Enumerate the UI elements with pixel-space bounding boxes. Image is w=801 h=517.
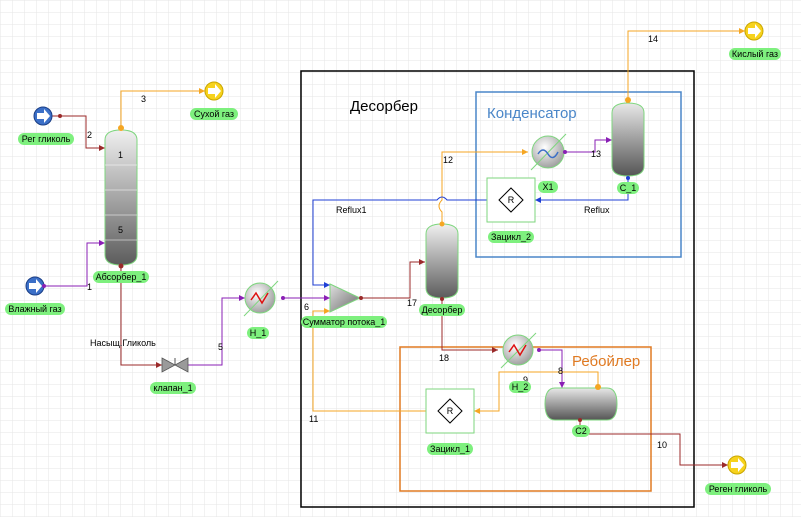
- h2-label: H_2: [512, 382, 529, 392]
- stream-3-tag: 3: [141, 94, 146, 104]
- h1-label: H_1: [250, 328, 267, 338]
- heater-h1[interactable]: H_1: [243, 280, 285, 339]
- heater-zigzag-icon: [250, 291, 269, 305]
- stream-17-line[interactable]: [360, 261, 425, 299]
- separator-c2[interactable]: C2: [544, 384, 618, 437]
- absorber-column[interactable]: 1 5 Абсорбер_1: [93, 125, 149, 283]
- x1-label: X1: [542, 182, 553, 192]
- arrow-right-icon: [37, 109, 50, 123]
- recycle-2-label: Зацикл_2: [491, 232, 531, 242]
- separator-c1[interactable]: C_1: [611, 97, 645, 194]
- heater-zigzag-icon: [508, 343, 527, 357]
- stream-8-tag: 8: [558, 366, 563, 376]
- stream-14-tag: 14: [648, 34, 658, 44]
- stream-8-line[interactable]: [538, 349, 563, 388]
- arrow-right-icon: [29, 279, 42, 293]
- stream-3-line[interactable]: [120, 90, 205, 128]
- stream-reflux1-line[interactable]: [312, 196, 487, 286]
- stream-12-line[interactable]: [438, 151, 528, 224]
- product-acid-gas[interactable]: Кислый газ: [729, 21, 781, 60]
- recycle-1-symbol: R: [447, 406, 454, 416]
- recycle-2-symbol: R: [508, 195, 515, 205]
- valve-label: клапан_1: [153, 383, 192, 393]
- recycle-2[interactable]: R Зацикл_2: [486, 177, 536, 243]
- desorber-group-box[interactable]: [300, 70, 695, 508]
- mixer-1[interactable]: Сумматор потока_1: [301, 283, 387, 328]
- mixer-label: Сумматор потока_1: [303, 317, 385, 327]
- stream-2-tag: 2: [87, 130, 92, 140]
- feed-wet-gas[interactable]: Влажный газ: [5, 276, 65, 315]
- product-regen-glycol-label: Реген гликоль: [709, 484, 768, 494]
- stream-sat-glycol-line[interactable]: [120, 265, 162, 366]
- product-dry-gas-label: Сухой газ: [194, 109, 234, 119]
- stream-13-tag: 13: [591, 149, 601, 159]
- stream-11-tag: 11: [309, 414, 318, 424]
- c2-label: C2: [575, 426, 587, 436]
- desorber-column-label: Десорбер: [422, 305, 463, 315]
- cooler-x1[interactable]: X1: [530, 133, 567, 193]
- stream-sat-glycol-tag: Насыщ.Гликоль: [90, 338, 156, 348]
- heater-h2[interactable]: H_2: [500, 332, 541, 393]
- condenser-group-title: Конденсатор: [487, 105, 577, 122]
- reboiler-group-title: Ребойлер: [572, 353, 640, 370]
- stream-17-tag: 17: [407, 298, 417, 308]
- stream-reflux1-tag: Reflux1: [336, 205, 367, 215]
- stream-11-line[interactable]: [312, 310, 426, 412]
- stream-5-tag: 5: [218, 342, 223, 352]
- recycle-1-label: Зацикл_1: [430, 444, 470, 454]
- c1-label: C_1: [620, 183, 637, 193]
- absorber-stage-bottom: 5: [118, 225, 123, 235]
- stream-10-tag: 10: [657, 440, 667, 450]
- stream-reflux-tag: Reflux: [584, 205, 610, 215]
- desorber-column[interactable]: Десорбер: [419, 221, 465, 317]
- product-regen-glycol[interactable]: Реген гликоль: [705, 455, 771, 495]
- stream-1-tag: 1: [87, 282, 92, 292]
- stream-9-line[interactable]: [474, 371, 599, 412]
- arrow-right-icon: [748, 24, 761, 38]
- arrow-right-icon: [731, 458, 744, 472]
- stream-6-tag: 6: [304, 302, 309, 312]
- stream-13-line[interactable]: [565, 139, 612, 153]
- product-dry-gas[interactable]: Сухой газ: [190, 81, 238, 120]
- feed-reg-glycol-label: Рег гликоль: [22, 134, 71, 144]
- desorber-group-title: Десорбер: [350, 98, 418, 115]
- stream-1-line[interactable]: [43, 242, 105, 287]
- feed-reg-glycol[interactable]: Рег гликоль: [18, 106, 74, 145]
- stream-5-line[interactable]: [188, 297, 245, 366]
- product-acid-gas-label: Кислый газ: [732, 49, 778, 59]
- stream-2-line[interactable]: [51, 115, 105, 149]
- absorber-stage-top: 1: [118, 150, 123, 160]
- stream-9-tag: 9: [523, 375, 528, 385]
- arrow-right-icon: [208, 84, 221, 98]
- condenser-group-box[interactable]: [475, 91, 682, 258]
- feed-wet-gas-label: Влажный газ: [8, 304, 61, 314]
- recycle-1[interactable]: R Зацикл_1: [425, 388, 475, 455]
- stream-14-line[interactable]: [627, 30, 745, 100]
- stream-12-tag: 12: [443, 155, 453, 165]
- valve-1[interactable]: клапан_1: [150, 357, 196, 394]
- cooler-wave-icon: [537, 149, 559, 159]
- stream-18-tag: 18: [439, 353, 449, 363]
- absorber-label: Абсорбер_1: [96, 272, 147, 282]
